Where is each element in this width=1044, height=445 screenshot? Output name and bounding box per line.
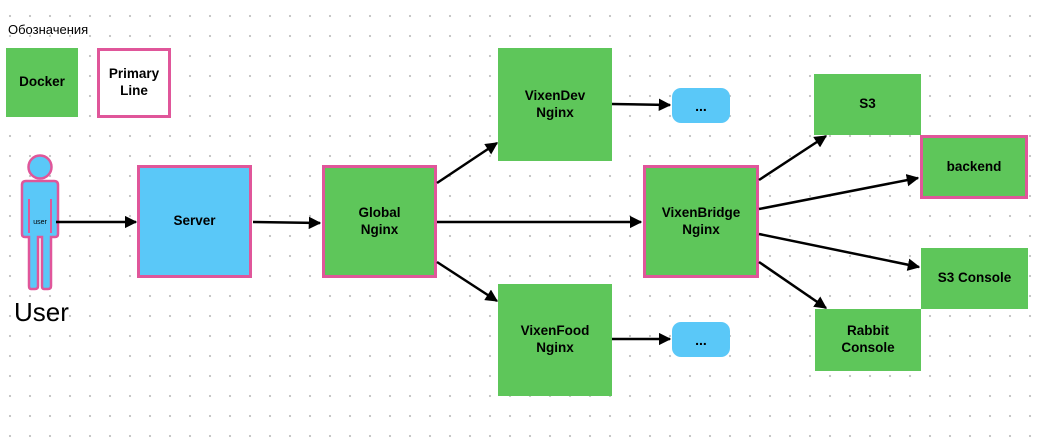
vixenbridge-nginx-node: VixenBridge Nginx xyxy=(643,165,759,278)
user-body xyxy=(20,179,60,291)
arrow-vixendev-to-more xyxy=(611,98,672,112)
arrow-server-to-global xyxy=(252,216,322,230)
user-head xyxy=(27,154,53,180)
user-figure-label: user xyxy=(33,219,47,226)
legend-primary-line-swatch: Primary Line xyxy=(97,48,171,118)
arrow-global-to-vixenfood xyxy=(436,260,499,303)
more-services-top-pill: ... xyxy=(672,88,730,123)
vixendev-nginx-node: VixenDev Nginx xyxy=(498,48,612,161)
legend-title: Обозначения xyxy=(8,22,89,37)
global-nginx-node: Global Nginx xyxy=(322,165,437,278)
more-services-bottom-pill: ... xyxy=(672,322,730,357)
user-figure: user xyxy=(20,154,60,291)
vixenfood-nginx-node: VixenFood Nginx xyxy=(498,284,612,396)
arrow-bridge-to-rabbit xyxy=(758,260,828,310)
rabbit-console-node: Rabbit Console xyxy=(815,309,921,371)
backend-node: backend xyxy=(920,135,1028,199)
s3-console-node: S3 Console xyxy=(921,248,1028,309)
arrow-bridge-to-backend xyxy=(758,174,920,211)
s3-node: S3 xyxy=(814,74,921,135)
arrow-bridge-to-s3 xyxy=(758,134,828,182)
arrow-bridge-to-s3-console xyxy=(758,232,921,271)
server-node: Server xyxy=(137,165,252,278)
legend-docker-swatch: Docker xyxy=(6,48,78,117)
user-caption: User xyxy=(14,297,69,327)
arrow-global-to-vixendev xyxy=(436,141,499,185)
